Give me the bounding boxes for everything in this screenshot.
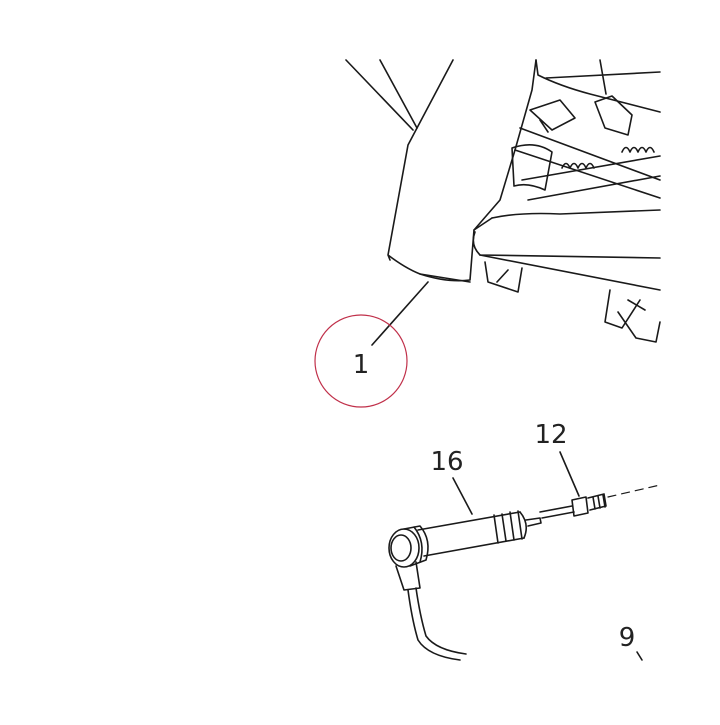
callout-9: 9 [619,623,636,653]
frame-assembly [345,59,661,343]
frame-spring-1 [561,162,595,169]
leader-line-12 [559,451,580,497]
leader-line-16 [452,477,473,515]
callout-16: 16 [430,447,463,477]
lamp-socket [395,561,421,591]
lamp-assembly [388,510,542,661]
highlight-circle [314,314,408,408]
frame-spring-2 [621,146,655,153]
lamp-head-collar [403,525,429,567]
lamp-tip [525,517,542,527]
frame-cross-tube-a [514,127,661,199]
adjuster-axis-dashed [607,484,661,498]
lamp-body [417,511,525,557]
lamp-cable [407,587,467,661]
leader-line-1 [371,281,429,346]
adjuster-nut [571,496,589,517]
frame-main-tube-end [419,217,493,282]
leader-line-9 [636,651,643,661]
frame-bracket-v [345,59,418,131]
lamp-head-outer [388,528,420,568]
frame-cross-tube-b [521,155,661,201]
adjuster-thread [587,493,607,511]
frame-upper-rail [535,59,661,113]
adjuster-bolt [539,484,661,519]
frame-main-tube [387,59,471,283]
frame-lower-tube-bottom [479,254,661,291]
frame-upper-rail-2 [545,59,661,95]
frame-inner-bracket [529,99,576,133]
frame-lower-bracket-left [484,261,523,293]
adjuster-shaft [539,505,575,519]
frame-gusset [594,95,633,136]
frame-clamp [511,144,553,191]
lamp-head-inner [390,534,412,562]
callout-12: 12 [534,420,567,450]
callout-1: 1 [353,350,370,380]
lamp-knurled-grip [493,510,528,544]
frame-lower-bracket-right [604,289,661,343]
frame-lower-tube [472,209,661,259]
